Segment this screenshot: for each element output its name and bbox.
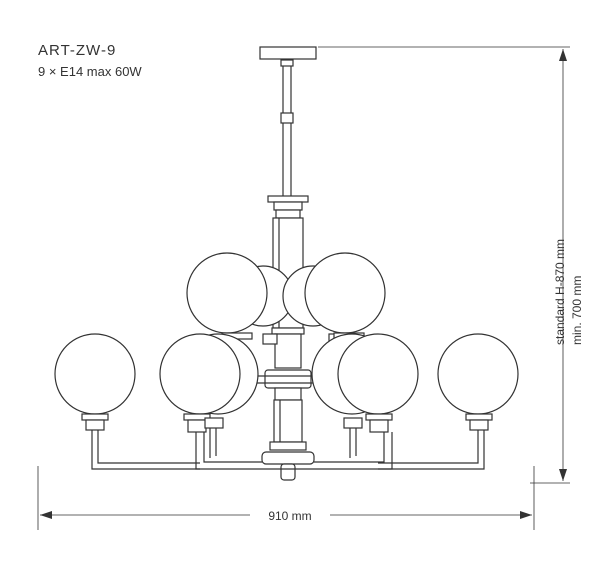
height-standard-label: standard H-870 mm — [553, 238, 567, 345]
height-min-label: min. 700 mm — [570, 275, 584, 345]
lower-holders — [81, 413, 493, 433]
lower-tier-arms — [91, 428, 485, 470]
height-dimension — [318, 46, 570, 484]
ceiling-canopy — [259, 46, 317, 60]
lower-globes — [54, 333, 519, 415]
bulb-spec: 9 × E14 max 60W — [38, 64, 142, 79]
width-label: 910 mm — [250, 509, 330, 523]
model-name: ART-ZW-9 — [38, 42, 117, 59]
upper-globes — [186, 252, 386, 340]
suspension-rod — [280, 59, 294, 196]
